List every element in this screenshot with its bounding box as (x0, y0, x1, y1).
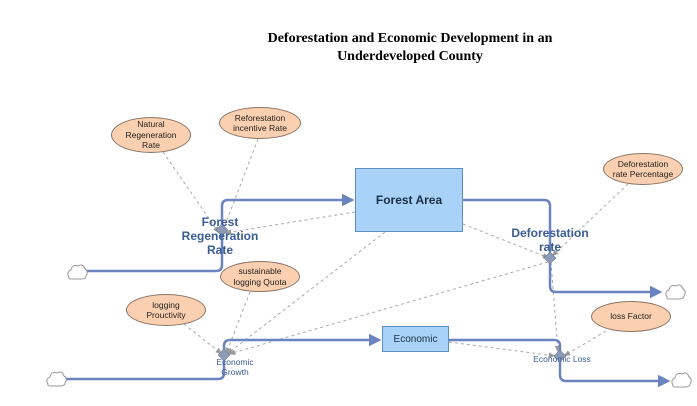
valve-deforestation (543, 251, 557, 265)
aux-reforestation-incentive-rate[interactable]: Reforestation incentive Rate (219, 107, 301, 139)
stock-economic[interactable]: Economic (382, 326, 449, 352)
cloud-icon (671, 372, 692, 388)
link-forest-to-forest-regen (224, 211, 356, 235)
aux-natural-regeneration-rate[interactable]: Natural Regeneration Rate (111, 117, 191, 153)
link-lossfactor-to-economic-loss (563, 330, 607, 357)
flow-economic-growth[interactable]: Economic Growth (216, 357, 254, 377)
aux-sustainable-logging-quota[interactable]: sustainable logging Quota (220, 261, 300, 292)
link-logging-to-economic-growth (183, 323, 223, 355)
valve-economic-loss (553, 349, 567, 363)
aux-loss-factor[interactable]: loss Factor (591, 301, 671, 332)
valve-economic-growth (217, 348, 231, 362)
flow-economic-loss[interactable]: Economic Loss (533, 354, 591, 364)
aux-deforestation-rate-percentage[interactable]: Deforestation rate Percentage (603, 153, 683, 185)
flow-deforestation-rate[interactable]: Deforestation rate (511, 226, 589, 254)
link-natural-to-forest-regen (162, 151, 220, 234)
link-sustainable-to-economic-growth (225, 291, 251, 355)
aux-logging-productivity[interactable]: logging Prouctivity (126, 294, 206, 326)
cloud-icon (46, 371, 67, 387)
stock-forest-area[interactable]: Forest Area (355, 168, 463, 232)
flow-forest-regeneration-rate[interactable]: Forest Regeneration Rate (181, 215, 259, 257)
diagram-title: Deforestation and Economic Development i… (267, 31, 553, 64)
link-reforestation-to-forest-regen (221, 138, 259, 234)
pipe-deforestation (463, 198, 663, 299)
link-deforestation-to-economic-loss (550, 261, 561, 353)
cloud-icon (665, 284, 686, 300)
cloud-icon (67, 264, 88, 280)
link-deforestation-to-economic-growth (228, 261, 549, 355)
valve-forest-regeneration (215, 223, 229, 237)
